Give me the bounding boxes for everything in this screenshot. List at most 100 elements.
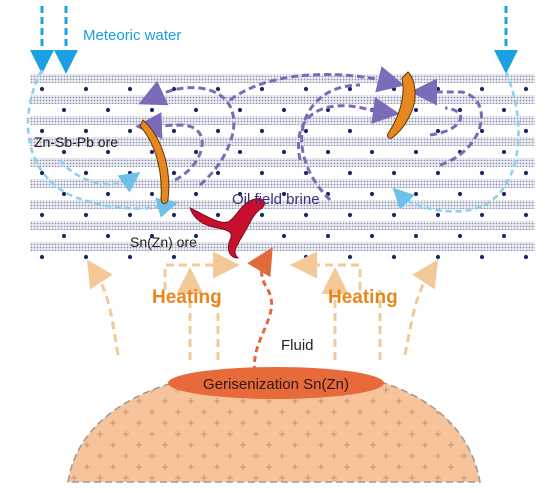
greisenization-label: Gerisenization Sn(Zn)	[203, 376, 349, 393]
heating-arrow-left-outer	[86, 259, 120, 356]
strata-dot	[171, 170, 177, 176]
strata-dot	[193, 191, 199, 197]
greisenization-zone	[168, 367, 384, 399]
strata-dot	[303, 254, 309, 260]
brine-loop-right-outer	[300, 83, 361, 202]
strata-dot	[325, 233, 331, 239]
strata-band	[30, 242, 535, 251]
strata-dot	[523, 212, 529, 218]
strata-dot	[259, 254, 265, 260]
strata-dot	[237, 191, 243, 197]
strata-dot	[347, 212, 353, 218]
strata-dot	[61, 107, 67, 113]
strata-dot	[149, 191, 155, 197]
strata-dot	[127, 212, 133, 218]
strata-dot	[347, 170, 353, 176]
strata-dot	[523, 128, 529, 134]
strata-dot	[347, 128, 353, 134]
strata-dot	[391, 170, 397, 176]
strata-dot	[105, 149, 111, 155]
oil-field-brine-label: Oil field brine	[232, 191, 320, 208]
strata-dot	[391, 212, 397, 218]
strata-dot	[369, 149, 375, 155]
strata-dot	[171, 128, 177, 134]
strata-dot	[105, 233, 111, 239]
strata-dot	[215, 86, 221, 92]
sn-zn-orebody	[189, 198, 265, 259]
strata-dot	[325, 149, 331, 155]
strata-dot	[501, 191, 507, 197]
strata-band	[30, 116, 535, 125]
strata-dot	[347, 254, 353, 260]
strata-dot	[523, 86, 529, 92]
strata-dot	[347, 86, 353, 92]
meteoric-loop-left-inner	[58, 159, 141, 193]
heating-arrow-left-right	[163, 251, 240, 290]
strata-dot	[303, 86, 309, 92]
strata-dot	[215, 212, 221, 218]
heating-arrow-right-outer	[403, 259, 439, 356]
brine-loop-center	[229, 66, 405, 102]
strata-dot	[523, 170, 529, 176]
strata-dot	[435, 212, 441, 218]
strata-dot	[127, 254, 133, 260]
strata-dot	[105, 107, 111, 113]
strata-dot	[215, 254, 221, 260]
strata-dot	[127, 128, 133, 134]
brine-loop-right	[297, 97, 400, 161]
sedimentary-strata	[30, 74, 535, 260]
meteoric-circulation	[26, 69, 520, 218]
strata-dot	[259, 212, 265, 218]
fluid-label: Fluid	[281, 337, 314, 354]
zn-sb-pb-orebody-left	[139, 119, 170, 205]
strata-dot	[391, 254, 397, 260]
strata-dot	[259, 128, 265, 134]
strata-dot	[303, 170, 309, 176]
strata-band	[30, 221, 535, 230]
strata-dot	[215, 170, 221, 176]
strata-dot	[479, 254, 485, 260]
strata-dot	[127, 170, 133, 176]
sn-zn-ore-label: Sn(Zn) ore	[130, 234, 197, 250]
strata-dot	[501, 149, 507, 155]
meteoric-water-label: Meteoric water	[83, 27, 181, 44]
meteoric-loop-left	[26, 69, 179, 218]
strata-dot	[215, 128, 221, 134]
strata-dot	[435, 254, 441, 260]
strata-dot	[435, 170, 441, 176]
strata-dot	[61, 149, 67, 155]
strata-dot	[413, 191, 419, 197]
strata-dot	[479, 128, 485, 134]
strata-dot	[149, 107, 155, 113]
brine-loop-far-right	[410, 78, 483, 167]
strata-dot	[237, 149, 243, 155]
strata-dot	[193, 149, 199, 155]
strata-dot	[39, 128, 45, 134]
brine-loop-left-inner	[135, 112, 204, 182]
strata-dot	[281, 233, 287, 239]
strata-dot	[457, 107, 463, 113]
strata-dot	[413, 107, 419, 113]
strata-dot	[149, 233, 155, 239]
strata-dot	[391, 86, 397, 92]
meteoric-loop-right	[392, 71, 520, 213]
strata-dot	[413, 149, 419, 155]
brine-loop-far-right-inner	[429, 106, 463, 137]
zn-sb-pb-orebody-right	[387, 71, 416, 139]
strata-dot	[435, 128, 441, 134]
strata-dot	[171, 86, 177, 92]
strata-dot	[105, 191, 111, 197]
strata-dot	[171, 254, 177, 260]
strata-dot	[61, 191, 67, 197]
strata-dot	[457, 233, 463, 239]
strata-dot	[39, 170, 45, 176]
strata-dot	[127, 86, 133, 92]
strata-dot	[325, 107, 331, 113]
strata-dot	[39, 86, 45, 92]
strata-dot	[369, 233, 375, 239]
strata-dot	[281, 149, 287, 155]
strata-dot	[39, 254, 45, 260]
brine-circulation	[135, 66, 483, 202]
strata-dot	[237, 107, 243, 113]
